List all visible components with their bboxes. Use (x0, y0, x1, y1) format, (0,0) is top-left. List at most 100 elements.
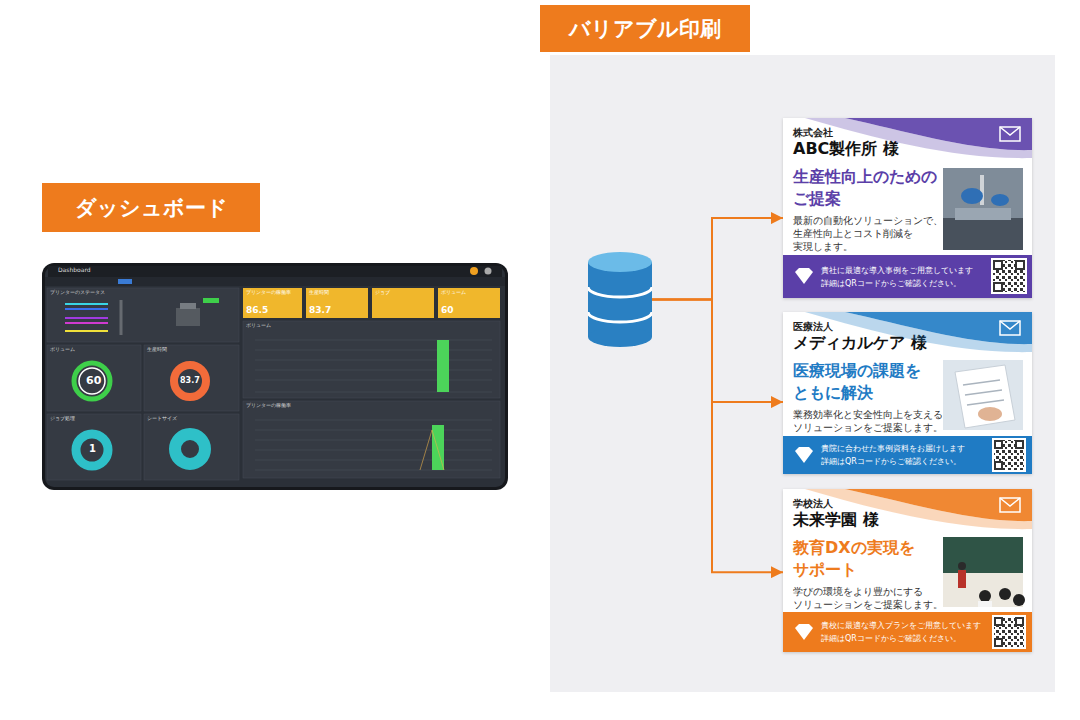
grid-line (255, 340, 492, 341)
status-panel (47, 288, 239, 342)
qr-finder (994, 261, 1002, 269)
qr-finder (1016, 618, 1023, 625)
database-icon (588, 252, 652, 347)
dashboard-text: ボリューム (50, 347, 75, 352)
grid-line (255, 392, 492, 393)
dashboard-text: 60 (86, 375, 101, 386)
classroom-photo (943, 537, 1025, 607)
body-text: 業務効率化と安全性向上を支える ソリューションをご提案します。 (793, 408, 951, 434)
qr-code (991, 258, 1027, 294)
document-line (967, 400, 1004, 405)
footer-text: 貴校に最適な導入プランをご用意しています 詳細はQRコードからご確認ください。 (821, 619, 983, 645)
dashboard-text: プリンターのステータス (50, 290, 105, 295)
header-wave (845, 118, 1032, 150)
grid-line (255, 360, 492, 361)
student-figure (979, 590, 991, 602)
dashboard-text: ボリューム (246, 323, 271, 328)
header-wave (845, 489, 1032, 521)
envelope-icon (1000, 498, 1020, 512)
card-header-decoration (805, 118, 1032, 158)
gem-icon (795, 268, 813, 284)
footer-decoration (795, 438, 1026, 472)
dm-card: 貴院に合わせた事例資料をお届けします 詳細はQRコードからご確認ください。 医療法… (783, 312, 1032, 474)
active-tab (118, 279, 132, 284)
donut-ring (74, 363, 110, 399)
cylinder-top (588, 252, 652, 272)
grid-line (255, 350, 492, 351)
medical-photo (943, 360, 1023, 430)
connector-arrow (652, 300, 783, 573)
student-figure (1013, 594, 1025, 606)
footer-text: 貴社に最適な導入事例をご用意しています 詳細はQRコードからご確認ください。 (821, 264, 983, 290)
photo-background (943, 360, 1023, 430)
body-text: 学びの環境をより豊かにする ソリューションをご提案します。 (793, 585, 951, 611)
recipient-name: メディカルケア 様 (793, 333, 1022, 353)
teacher-figure (958, 570, 966, 588)
donut-ring (174, 365, 206, 397)
grid-line (255, 460, 492, 461)
qr-code (992, 438, 1026, 472)
card-header-decoration (805, 489, 1032, 529)
footer-decoration (795, 615, 1026, 649)
donut-ring (79, 368, 105, 394)
student-figure (999, 588, 1011, 600)
headline: 医療現場の課題を ともに解決 (793, 360, 943, 404)
qr-finder (995, 441, 1002, 448)
dashboard-text: 生産時間 (309, 290, 329, 295)
grid-line (255, 420, 492, 421)
status-bar (65, 317, 108, 319)
qr-finder (995, 618, 1002, 625)
variable-print-panel: 貴社に最適な導入事例をご用意しています 詳細はQRコードからご確認ください。 株式… (550, 55, 1055, 692)
tool-shape (980, 175, 984, 205)
header-wave (805, 118, 1032, 158)
envelope-icon (1000, 321, 1020, 329)
screen-body (45, 266, 505, 487)
printer-image (180, 303, 196, 309)
hand-shape (978, 407, 1002, 421)
photo-background (943, 168, 1023, 250)
blackboard-shape (943, 537, 1023, 573)
grid-line (255, 440, 492, 441)
envelope-icon (1000, 321, 1020, 335)
headline: 教育DXの実現を サポート (793, 537, 943, 581)
cylinder-band (588, 312, 652, 322)
machine-shape (955, 208, 1011, 220)
ring-panel (47, 345, 141, 411)
grid-line (255, 370, 492, 371)
glove-shape (961, 188, 983, 204)
donut-ring (76, 434, 108, 466)
connector-arrow (652, 300, 783, 403)
org-type: 医療法人 (793, 320, 1022, 333)
org-type: 株式会社 (793, 126, 1022, 139)
user-icon (470, 267, 478, 275)
screen-frame (42, 263, 508, 490)
dm-card: 貴社に最適な導入事例をご用意しています 詳細はQRコードからご確認ください。 株式… (783, 118, 1032, 298)
chart-panel (243, 321, 500, 398)
qr-finder (1016, 441, 1023, 448)
qr-code (992, 615, 1026, 649)
dashboard-screenshot (42, 263, 508, 490)
card-header-decoration (805, 312, 1032, 352)
qr-code (993, 260, 1025, 292)
qr-code (994, 617, 1024, 647)
dashboard-text: 生産時間 (147, 347, 167, 352)
ring-panel (144, 414, 239, 480)
chart-bar (437, 340, 449, 392)
dashboard-text: ジョブ (375, 290, 390, 295)
recipient-name: 未来学園 様 (793, 510, 1022, 530)
grid-line (255, 470, 492, 471)
student-figure (978, 601, 992, 607)
qr-code (994, 440, 1024, 470)
database-cylinder (588, 252, 652, 347)
footer-band: 貴院に合わせた事例資料をお届けします 詳細はQRコードからご確認ください。 (783, 436, 1032, 474)
qr-finder (995, 639, 1002, 646)
kpi-card (306, 288, 368, 318)
header-wave (805, 489, 1032, 529)
header-wave (845, 312, 1032, 344)
document-shape (955, 365, 1015, 428)
status-badge (203, 298, 219, 303)
factory-photo (943, 168, 1023, 250)
